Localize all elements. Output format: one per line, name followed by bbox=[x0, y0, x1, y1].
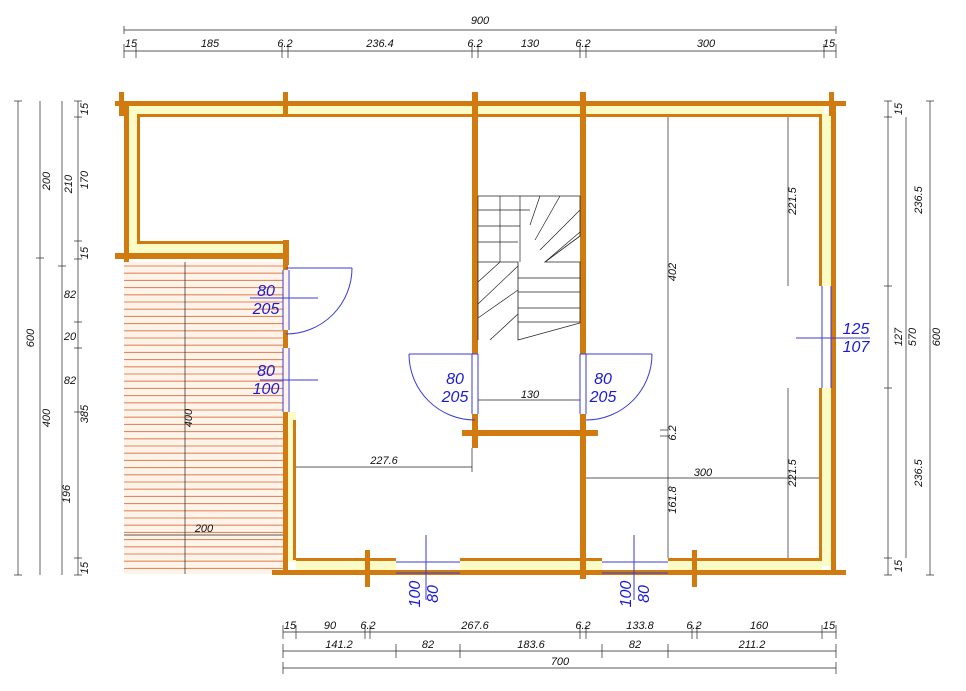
interior-dimensions: 130 227.6 402 6.2 300 161.8 221.5 221.5 bbox=[296, 117, 819, 558]
top-dimensions: 900 15 185 6.2 236.4 6.2 130 6.2 300 15 bbox=[123, 15, 837, 58]
dim-left-mid-2: 385 bbox=[79, 404, 91, 423]
door-1-height: 205 bbox=[252, 301, 280, 318]
dim-bottom1-4: 267.6 bbox=[460, 620, 489, 632]
dim-left-inner-3: 15 bbox=[79, 246, 91, 259]
staircase bbox=[477, 195, 581, 341]
dim-top-total: 900 bbox=[471, 15, 490, 27]
dim-bottom2-2: 82 bbox=[422, 639, 434, 651]
dim-stair-passage: 130 bbox=[521, 389, 540, 401]
window-b2-height: 100 bbox=[618, 581, 635, 608]
dim-bottom2-1: 141.2 bbox=[325, 639, 353, 651]
dim-top-2: 185 bbox=[201, 38, 220, 50]
dim-top-4: 236.4 bbox=[365, 38, 394, 50]
dim-right-room-width: 300 bbox=[694, 467, 713, 479]
dim-bottom2-4: 82 bbox=[629, 639, 641, 651]
window-1-width: 80 bbox=[257, 363, 275, 380]
dim-top-5: 6.2 bbox=[467, 38, 482, 50]
dim-left-room: 227.6 bbox=[369, 455, 398, 467]
window-b1-height: 100 bbox=[407, 581, 424, 608]
dim-left-inner-1: 15 bbox=[79, 102, 91, 115]
dim-top-6: 130 bbox=[521, 38, 540, 50]
dim-left-inner-5: 20 bbox=[63, 331, 77, 343]
door-2-height: 205 bbox=[441, 389, 469, 406]
dim-top-7: 6.2 bbox=[575, 38, 590, 50]
dim-right-mid: 570 bbox=[907, 327, 919, 346]
dim-bottom-total: 700 bbox=[551, 656, 570, 668]
dim-terrace-depth: 400 bbox=[183, 408, 195, 427]
dim-right-room-height: 402 bbox=[667, 263, 679, 281]
dim-left-inner-6: 82 bbox=[64, 375, 76, 387]
dim-left-inner-2: 170 bbox=[79, 170, 91, 189]
dim-lower-mid: 161.8 bbox=[667, 485, 679, 513]
window-right-width: 125 bbox=[843, 321, 870, 338]
dim-left-outer-2: 400 bbox=[41, 408, 53, 427]
dim-bottom2-3: 183.6 bbox=[517, 639, 545, 651]
door-2-width: 80 bbox=[446, 371, 464, 388]
dim-top-8: 300 bbox=[697, 38, 716, 50]
openings: 80 205 80 100 80 205 80 205 125 107 80 1… bbox=[250, 267, 871, 608]
bottom-dimensions: 15 90 6.2 267.6 6.2 133.8 6.2 160 15 141… bbox=[282, 620, 837, 674]
door-3-width: 80 bbox=[594, 371, 612, 388]
dim-upper-right: 221.5 bbox=[787, 186, 799, 215]
window-1-height: 100 bbox=[253, 381, 280, 398]
dim-top-1: 15 bbox=[125, 38, 138, 50]
door-3-height: 205 bbox=[589, 389, 617, 406]
dim-right-inner-4: 236.5 bbox=[913, 458, 925, 487]
dim-right-inner-5: 15 bbox=[893, 559, 905, 572]
dim-right-inner-2: 236.5 bbox=[913, 185, 925, 214]
dim-left-outer-1: 200 bbox=[41, 171, 53, 191]
window-b2-width: 80 bbox=[636, 585, 653, 603]
dim-bottom1-7: 6.2 bbox=[686, 620, 701, 632]
dim-left-inner-8: 15 bbox=[79, 561, 91, 574]
dim-left-inner-4: 82 bbox=[64, 289, 76, 301]
dim-bottom1-8: 160 bbox=[750, 620, 769, 632]
dim-bottom1-2: 90 bbox=[324, 620, 337, 632]
window-right-height: 107 bbox=[843, 339, 871, 356]
dim-right-inner-3: 127 bbox=[893, 327, 905, 346]
dim-lower-right: 221.5 bbox=[787, 458, 799, 487]
door-1-width: 80 bbox=[257, 283, 275, 300]
dim-left-inner-7: 196 bbox=[61, 484, 73, 503]
dim-partition-thk: 6.2 bbox=[667, 425, 679, 440]
left-dimensions: 600 200 400 210 385 15 170 15 82 20 82 1… bbox=[14, 100, 91, 576]
right-dimensions: 15 236.5 127 236.5 15 570 600 bbox=[884, 100, 943, 576]
dim-top-3: 6.2 bbox=[277, 38, 292, 50]
dim-bottom1-1: 15 bbox=[284, 620, 297, 632]
dim-left-mid-1: 210 bbox=[63, 174, 75, 194]
window-b1-width: 80 bbox=[425, 585, 442, 603]
dim-bottom1-5: 6.2 bbox=[575, 620, 590, 632]
dim-left-total: 600 bbox=[25, 328, 37, 347]
dim-right-total: 600 bbox=[931, 327, 943, 346]
dim-bottom1-3: 6.2 bbox=[360, 620, 375, 632]
dim-right-inner-1: 15 bbox=[893, 102, 905, 115]
dim-bottom1-6: 133.8 bbox=[626, 620, 654, 632]
dim-bottom1-9: 15 bbox=[823, 620, 836, 632]
dim-top-9: 15 bbox=[823, 38, 836, 50]
terrace: 400 200 bbox=[124, 262, 288, 574]
dim-bottom2-5: 211.2 bbox=[738, 639, 766, 651]
dim-terrace-width: 200 bbox=[194, 523, 214, 535]
